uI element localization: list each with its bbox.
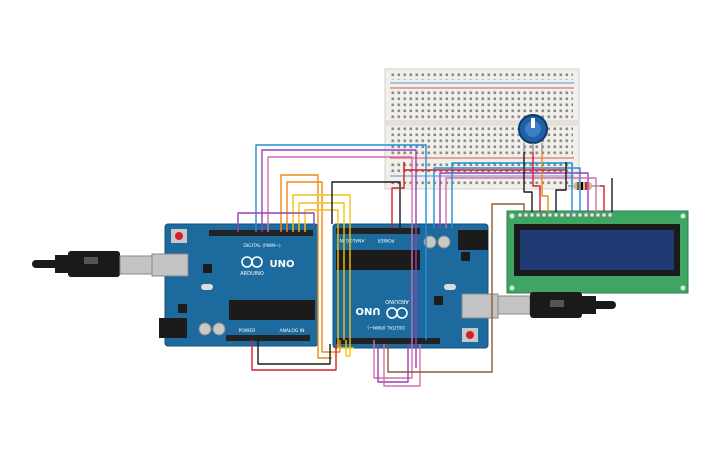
header-analog-label-left: ANALOG IN	[279, 328, 304, 334]
wire-purple-4[interactable]	[439, 172, 589, 228]
lcd-pin[interactable]	[535, 212, 541, 218]
wire-red-1[interactable]	[391, 162, 405, 228]
regulator-right	[461, 252, 470, 261]
uno-label-left: UNO	[270, 259, 295, 270]
lcd-16x2[interactable]	[506, 210, 689, 294]
lcd-pin[interactable]	[547, 212, 553, 218]
lcd-pin[interactable]	[559, 212, 565, 218]
capacitor-right-1	[423, 235, 437, 249]
capacitor-left-2	[212, 322, 226, 336]
wire-pink-3[interactable]	[445, 177, 597, 228]
digital-header-left[interactable]	[209, 230, 313, 236]
uno-label-right: UNO	[356, 305, 381, 316]
smd-chip-right	[434, 296, 443, 305]
capacitor-right-2	[437, 235, 451, 249]
lcd-pin[interactable]	[565, 212, 571, 218]
wire-red-3[interactable]	[532, 152, 541, 212]
wire-blue-1[interactable]	[255, 144, 427, 340]
wire-black-1[interactable]	[331, 181, 401, 228]
usb-cable-right[interactable]	[497, 292, 616, 318]
wire-red-5[interactable]	[403, 162, 566, 171]
wire-black-2[interactable]	[257, 340, 331, 365]
wire-black-4[interactable]	[555, 162, 567, 212]
arduino-uno-left[interactable]: DIGITAL (PWM~) ARDUINO UNO POWER ANALOG …	[151, 223, 319, 347]
lcd-pin-row	[517, 212, 613, 218]
potentiometer[interactable]	[518, 114, 548, 152]
lcd-pin[interactable]	[589, 212, 595, 218]
digital-header-right[interactable]	[336, 338, 440, 344]
header-power-label-left: POWER	[239, 328, 256, 334]
lcd-pin[interactable]	[517, 212, 523, 218]
atmega-chip-left	[229, 300, 315, 320]
lcd-pin[interactable]	[571, 212, 577, 218]
crystal-right	[444, 284, 456, 290]
wire-orange-3[interactable]	[541, 152, 549, 212]
smd-chip-left	[203, 264, 212, 273]
breadboard[interactable]	[384, 68, 580, 190]
wire-purple-2[interactable]	[237, 212, 315, 232]
arduino-brand-right: ARDUINO	[385, 298, 409, 304]
lcd-pin[interactable]	[529, 212, 535, 218]
wire-pink-1[interactable]	[267, 156, 413, 379]
wire-purple-1[interactable]	[261, 149, 417, 368]
regulator-left	[178, 304, 187, 313]
arduino-uno-right[interactable]: POWER ANALOG IN ARDUINO UNO DIGITAL (PWM…	[332, 223, 499, 349]
wire-yellow-3[interactable]	[304, 209, 354, 349]
wire-blue-2[interactable]	[433, 167, 581, 228]
lcd-pin[interactable]	[607, 212, 613, 218]
wire-red-4[interactable]	[600, 185, 605, 212]
lcd-pin[interactable]	[595, 212, 601, 218]
power-analog-header-right[interactable]	[336, 228, 420, 234]
wire-yellow-2[interactable]	[298, 202, 345, 340]
wire-layer	[237, 144, 613, 387]
wire-blue-3[interactable]	[451, 162, 573, 228]
wire-yellow-1[interactable]	[292, 194, 351, 357]
header-analog-label-right: ANALOG IN	[339, 237, 364, 243]
capacitor-left-1	[198, 322, 212, 336]
lcd-pin[interactable]	[523, 212, 529, 218]
arduino-brand-left: ARDUINO	[240, 271, 264, 277]
usb-port-left	[151, 253, 189, 277]
header-digital-label-left: DIGITAL (PWM~)	[243, 243, 281, 249]
potentiometer-knob-marker-icon	[531, 118, 535, 128]
arduino-logo-right: ARDUINO	[385, 298, 409, 319]
power-jack-left	[159, 318, 187, 338]
crystal-left	[201, 284, 213, 290]
wire-brown-1[interactable]	[387, 203, 525, 373]
wire-orange-2[interactable]	[286, 181, 341, 353]
power-analog-header-left[interactable]	[226, 335, 310, 341]
lcd-pin[interactable]	[577, 212, 583, 218]
header-digital-label-right: DIGITAL (PWM~)	[367, 324, 405, 330]
wire-black-3[interactable]	[523, 152, 533, 212]
header-power-label-right: POWER	[378, 237, 395, 243]
lcd-pin[interactable]	[601, 212, 607, 218]
wire-purple-3[interactable]	[377, 344, 409, 383]
arduino-logo-left: ARDUINO	[240, 256, 264, 277]
lcd-pin[interactable]	[553, 212, 559, 218]
lcd-screen	[520, 230, 674, 270]
wire-pink-2[interactable]	[383, 344, 421, 387]
wire-red-2[interactable]	[251, 340, 337, 371]
lcd-pin[interactable]	[541, 212, 547, 218]
usb-cable-left[interactable]	[32, 251, 153, 277]
power-jack-right	[458, 230, 488, 250]
wire-orange-1[interactable]	[280, 174, 332, 359]
atmega-chip-right	[336, 250, 420, 270]
lcd-pin[interactable]	[583, 212, 589, 218]
